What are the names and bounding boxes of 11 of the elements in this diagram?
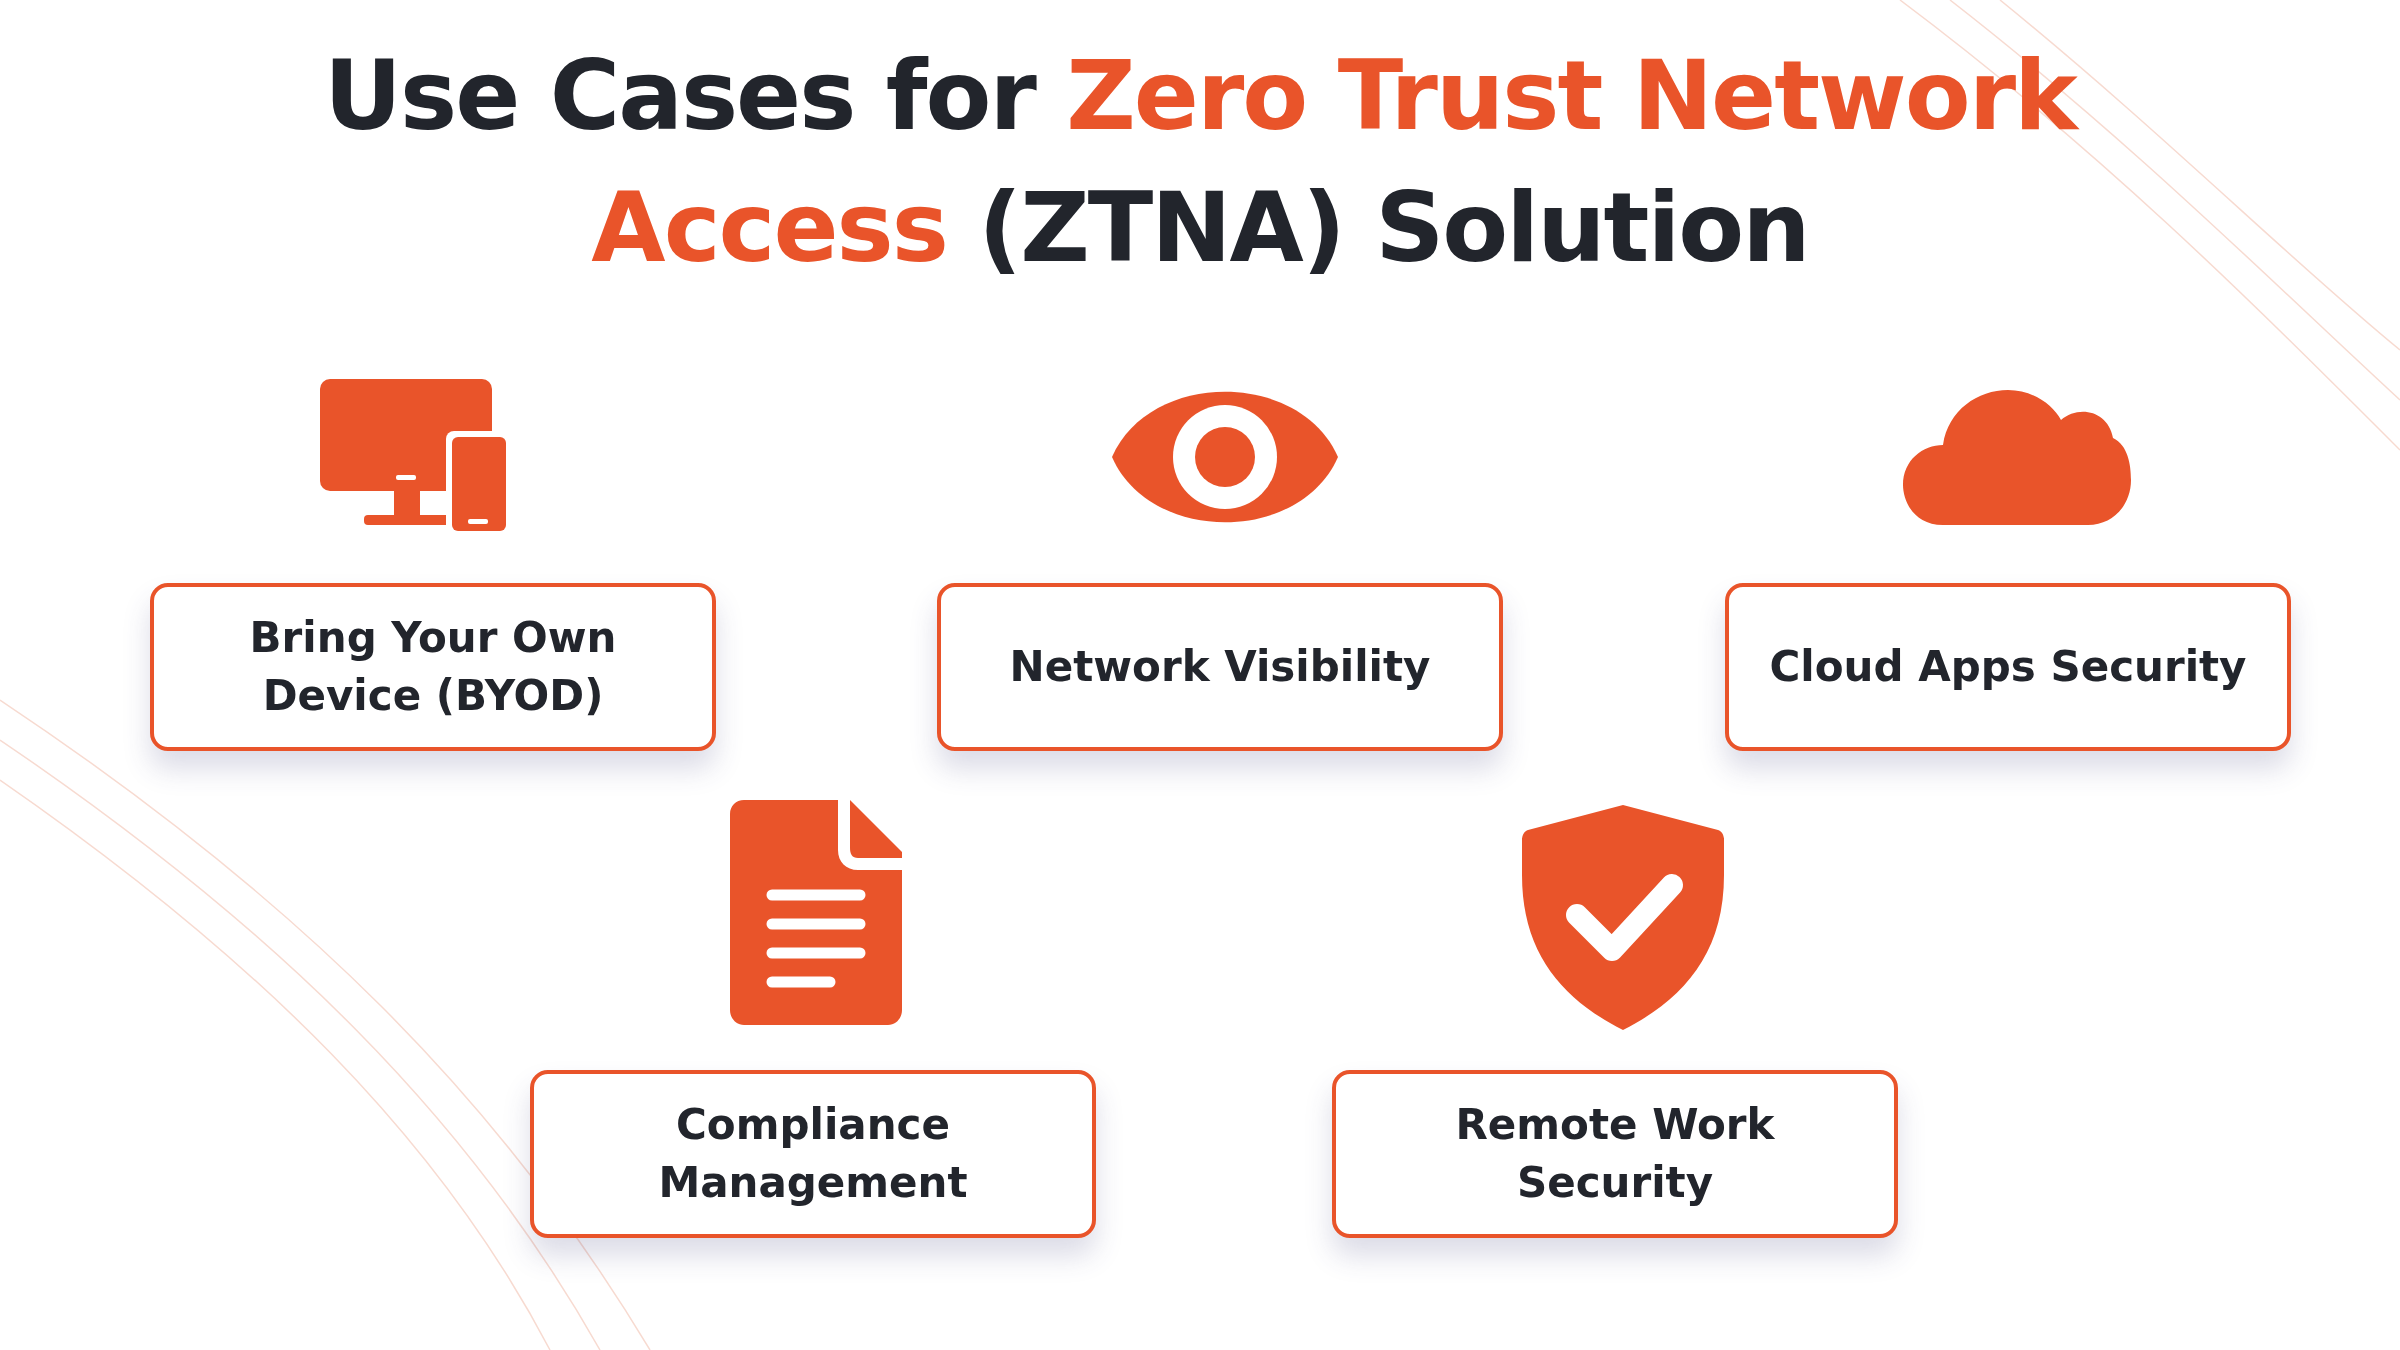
use-case-card <box>530 1070 1096 1238</box>
use-case-card <box>150 583 716 751</box>
card-label: Bring Your Own Device (BYOD) <box>248 612 618 722</box>
use-case-card <box>937 583 1503 751</box>
card-label: Remote Work Security <box>1454 1099 1776 1209</box>
title: Use Cases for Zero Trust Network Access (ZTNA) Solution <box>150 30 2250 294</box>
card-label: Cloud Apps Security <box>1768 641 2248 693</box>
card-label: Network Visibility <box>1008 641 1432 693</box>
use-case-card <box>1332 1070 1898 1238</box>
card-label: Compliance Management <box>657 1099 969 1209</box>
use-case-card <box>1725 583 2291 751</box>
